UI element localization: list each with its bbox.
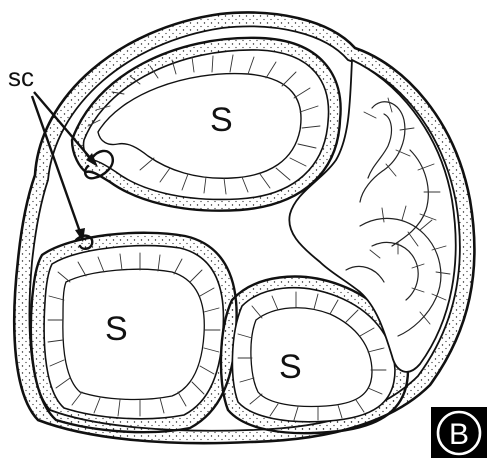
sc-label: sc (8, 62, 34, 92)
lumen-left (63, 269, 204, 399)
panel-letter: B (449, 418, 469, 451)
chamber-left (31, 233, 237, 432)
chamber-left-label: S (105, 310, 128, 348)
chamber-top-label: S (210, 101, 233, 139)
panel-badge: B (431, 407, 487, 458)
chamber-bottom-label: S (279, 348, 302, 386)
